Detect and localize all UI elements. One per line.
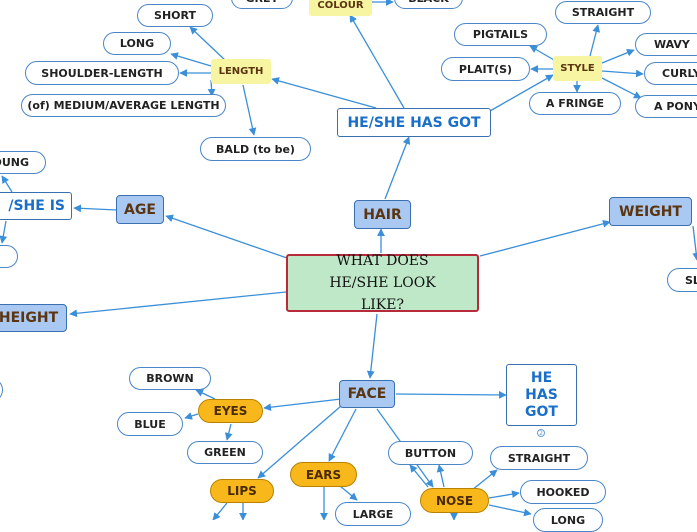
length-item-medium-average[interactable]: (of) MEDIUM/AVERAGE LENGTH — [21, 94, 226, 117]
eyes-item-blue[interactable]: BLUE — [117, 412, 183, 436]
age-item-young[interactable]: YOUNG — [0, 151, 46, 174]
eyes-item-green[interactable]: GREEN — [187, 441, 263, 464]
central-topic[interactable]: WHAT DOES HE/SHE LOOK LIKE? — [286, 253, 479, 313]
style-item-a-fringe[interactable]: A FRINGE — [529, 92, 621, 115]
branch-face[interactable]: FACE — [339, 380, 395, 408]
feature-lips[interactable]: LIPS — [210, 479, 274, 503]
style-item-plaits[interactable]: PLAIT(S) — [441, 57, 530, 81]
nose-item-button[interactable]: BUTTON — [388, 441, 473, 465]
feature-eyes[interactable]: EYES — [198, 399, 263, 423]
feature-ears[interactable]: EARS — [290, 462, 357, 487]
length-item-long[interactable]: LONG — [103, 32, 171, 55]
length-item-short[interactable]: SHORT — [137, 4, 213, 27]
heading-he-has-got-text: HE HAS GOT — [525, 369, 558, 420]
branch-weight[interactable]: WEIGHT — [609, 197, 692, 226]
length-item-shoulder-length[interactable]: SHOULDER-LENGTH — [25, 61, 179, 85]
nose-item-long[interactable]: LONG — [533, 508, 603, 532]
branch-age[interactable]: AGE — [116, 195, 164, 224]
ears-item-large[interactable]: LARGE — [335, 502, 411, 526]
eyes-item-brown[interactable]: BROWN — [129, 367, 211, 390]
style-item-pigtails[interactable]: PIGTAILS — [454, 23, 547, 46]
colour-item-black[interactable]: BLACK — [394, 0, 463, 9]
category-length[interactable]: LENGTH — [211, 59, 271, 84]
heading-he-she-has-got[interactable]: HE/SHE HAS GOT — [337, 108, 491, 137]
central-topic-text: WHAT DOES HE/SHE LOOK LIKE? — [329, 253, 436, 313]
branch-hair[interactable]: HAIR — [354, 200, 411, 229]
category-colour[interactable]: COLOUR — [309, 0, 372, 16]
style-item-straight[interactable]: STRAIGHT — [555, 1, 651, 24]
feature-nose[interactable]: NOSE — [420, 488, 489, 513]
length-item-bald[interactable]: BALD (to be) — [200, 137, 311, 161]
style-item-curly[interactable]: CURLY — [644, 62, 697, 85]
category-style[interactable]: STYLE — [553, 56, 602, 81]
heading-he-she-is[interactable]: /SHE IS — [0, 192, 72, 220]
nose-item-straight[interactable]: STRAIGHT — [490, 446, 588, 470]
note-marker[interactable]: 2 — [537, 429, 545, 437]
weight-item-sl[interactable]: SL — [667, 268, 697, 292]
style-item-a-pony[interactable]: A PONY — [635, 95, 697, 118]
heading-he-has-got[interactable]: HE HAS GOT — [506, 364, 577, 426]
style-item-wavy[interactable]: WAVY — [635, 33, 697, 56]
nose-item-hooked[interactable]: HOOKED — [520, 480, 606, 504]
age-item-partial[interactable] — [0, 245, 18, 268]
branch-height[interactable]: HEIGHT — [0, 304, 67, 332]
colour-item-grey[interactable]: GREY — [231, 0, 293, 9]
